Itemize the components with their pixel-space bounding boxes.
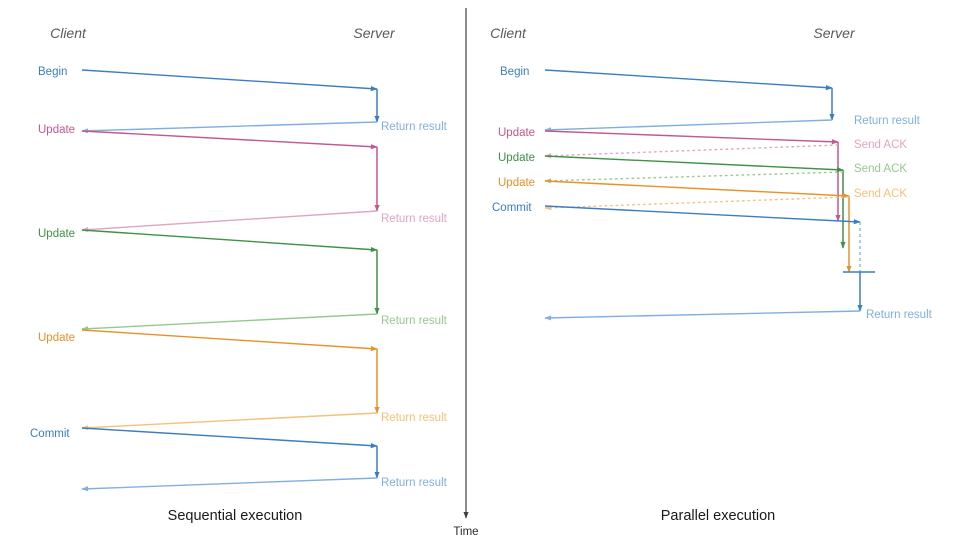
arrow-update3-request [81,329,378,352]
message-update1-request: Update [498,127,839,145]
message-label-update1-request: Update [498,127,535,139]
arrow-begin-request [81,69,378,92]
arrow-update2-request [544,155,844,173]
message-label-begin-request: Begin [38,66,67,78]
arrow-update1-request [81,130,378,150]
message-update1-ack: Send ACK [544,139,907,159]
message-label-commit-request: Commit [30,428,70,440]
arrow-update2-ack [544,171,844,184]
message-update2-request: Update [498,152,844,173]
message-update3-request: Update [38,329,378,352]
message-label-update1-return: Return result [381,213,448,225]
message-begin-return: Return result [544,115,921,133]
message-begin-request: Begin [38,66,378,92]
actor-label-client: Client [50,25,87,41]
arrow-update1-ack [544,144,839,159]
message-commit-request: Commit [30,427,378,449]
message-commit-request: Commit [492,202,861,225]
message-begin-return: Return result [81,121,448,134]
arrow-update2-request [81,229,378,253]
arrow-update3-request [544,180,850,199]
message-label-update2-request: Update [498,152,535,164]
message-label-update2-return: Return result [381,315,448,327]
message-update2-ack: Send ACK [544,163,907,184]
arrow-update1-return [81,210,378,233]
message-update1-return: Return result [81,210,448,233]
arrow-commit-return [544,310,861,321]
actor-label-server: Server [813,25,856,41]
message-begin-request: Begin [500,66,833,91]
message-commit-return: Return result [81,477,448,492]
arrow-update3-return [81,412,378,431]
panel-caption-parallel: Parallel execution [661,508,775,524]
message-label-commit-return: Return result [381,477,448,489]
message-label-update3-request: Update [498,177,535,189]
arrow-commit-request [81,427,378,449]
message-label-update3-request: Update [38,332,75,344]
arrow-commit-request [544,205,861,225]
message-label-begin-return: Return result [854,115,921,127]
message-label-commit-request: Commit [492,202,532,214]
message-update3-return: Return result [81,412,448,431]
message-label-begin-return: Return result [381,121,448,133]
message-label-update1-ack: Send ACK [854,139,907,151]
message-label-commit-return: Return result [866,309,933,321]
message-label-update2-request: Update [38,228,75,240]
message-update3-ack: Send ACK [544,188,907,211]
panel-caption-sequential: Sequential execution [168,508,303,524]
message-label-begin-request: Begin [500,66,529,78]
message-update2-request: Update [38,228,378,253]
message-label-update3-return: Return result [381,412,448,424]
time-axis-group: Time [453,8,479,538]
arrow-begin-return [544,119,833,133]
actor-label-client: Client [490,25,527,41]
arrow-update2-return [81,313,378,332]
message-update1-request: Update [38,124,378,150]
arrow-commit-return [81,477,378,492]
arrow-update1-request [544,130,839,145]
message-label-update1-request: Update [38,124,75,136]
message-label-update3-ack: Send ACK [854,188,907,200]
arrow-update3-ack [544,196,850,211]
message-update2-return: Return result [81,313,448,332]
message-update3-request: Update [498,177,850,199]
message-commit-return: Return result [544,309,933,321]
time-axis-label: Time [453,526,478,538]
actor-label-server: Server [353,25,396,41]
arrow-begin-request [544,69,833,91]
message-label-update2-ack: Send ACK [854,163,907,175]
arrow-begin-return [81,121,378,134]
